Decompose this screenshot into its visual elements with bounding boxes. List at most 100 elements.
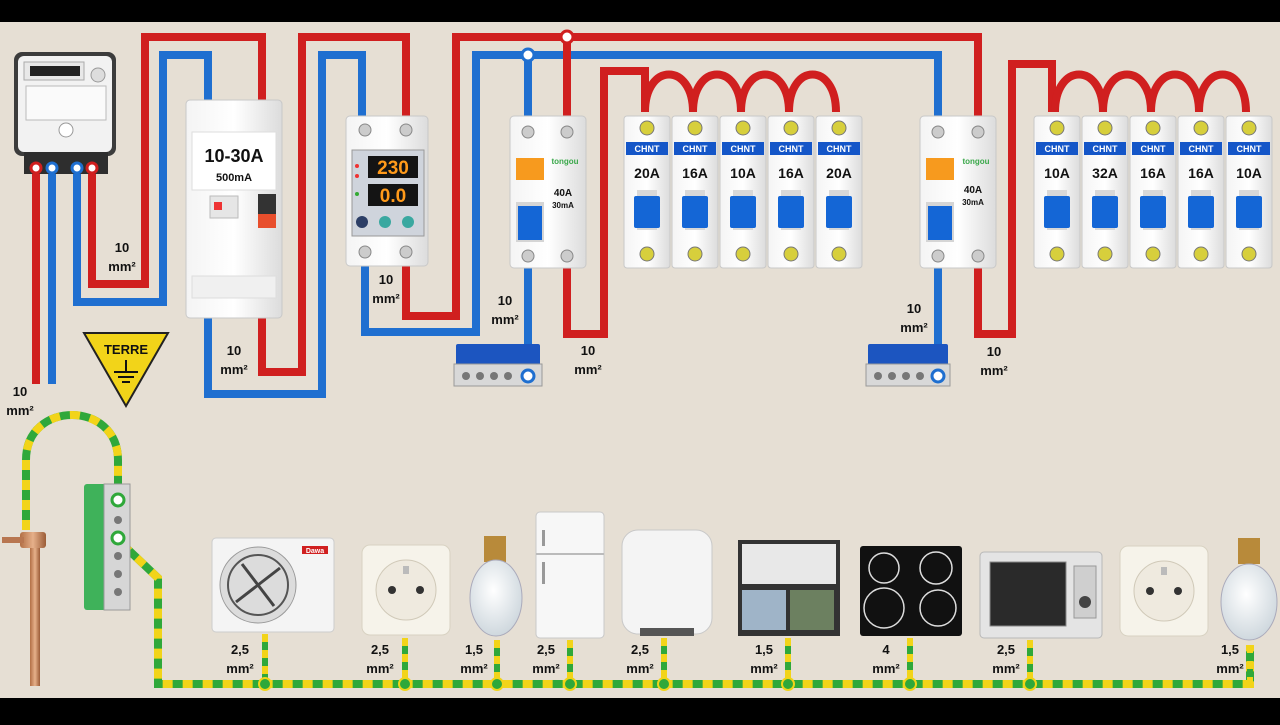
cable-label-number-1: 10 <box>115 240 129 255</box>
cable-label-number-8: 10 <box>13 384 27 399</box>
cable-label-number-6: 10 <box>907 301 921 316</box>
cable-label-unit-8: mm² <box>6 403 34 418</box>
mcb1-breaker-2[interactable]: CHNT 16A <box>671 115 719 269</box>
voltage-relay[interactable]: 230 0.0 <box>345 115 429 267</box>
ac-blade-4 <box>256 584 276 607</box>
mcb2-top-screw-2 <box>1097 120 1113 136</box>
mcb1-toggle-5[interactable] <box>826 196 852 228</box>
ac-brand: Dawa <box>306 548 324 555</box>
mcb2-rating-1: 10A <box>1044 165 1070 181</box>
neutral-wire-relay-rcds <box>361 51 942 336</box>
fridge-handle-bottom <box>542 562 545 584</box>
rcd-1[interactable]: tongou 40A 30mA <box>509 115 587 269</box>
earth-bar-screw-4 <box>114 588 122 596</box>
mcb2-toggle-3[interactable] <box>1140 196 1166 228</box>
appliance-label-unit-2: mm² <box>366 661 394 676</box>
socket-outlet-2[interactable] <box>1119 545 1209 637</box>
microwave-oven[interactable] <box>979 551 1103 639</box>
mcb2-toggle-1[interactable] <box>1044 196 1070 228</box>
mcb1-rating-2: 16A <box>682 165 708 181</box>
rcd1-brand: tongou <box>551 157 578 166</box>
meter-seal <box>58 122 74 138</box>
relay-set-button[interactable] <box>356 216 368 228</box>
earth-node-1 <box>258 677 272 691</box>
mcb1-bottom-screw-1 <box>639 246 655 262</box>
cable-label-number-7: 10 <box>987 344 1001 359</box>
main-breaker-test-button[interactable] <box>258 194 276 214</box>
socket-outlet-1[interactable] <box>361 544 451 636</box>
main-breaker-bottom-terminals <box>191 275 277 299</box>
rcd1-test-button[interactable] <box>516 158 544 180</box>
mcb1-bottom-screw-3 <box>735 246 751 262</box>
socket2-earth-pin <box>1161 567 1167 575</box>
rcd1-sensitivity: 30mA <box>552 201 574 210</box>
appliance-section-labels: 2,5mm²2,5mm²1,5mm²2,5mm²2,5mm²1,5mm²4mm²… <box>226 642 1244 676</box>
roller-shutter-window[interactable] <box>738 540 840 636</box>
microwave-door <box>989 561 1067 627</box>
light-bulb-2[interactable] <box>1220 538 1278 641</box>
cooktop[interactable] <box>860 546 962 636</box>
water-heater[interactable] <box>621 529 713 636</box>
neutral-bar-1-screw-3 <box>490 372 498 380</box>
mcb2-bottom-screw-2 <box>1097 246 1113 262</box>
relay-screw-2 <box>399 123 413 137</box>
rcd2-body <box>919 115 997 269</box>
heater-body <box>621 529 713 635</box>
rcd-2[interactable]: tongou 40A 30mA <box>919 115 997 269</box>
mcb2-rating-5: 10A <box>1236 165 1262 181</box>
earth-bar-dot-2 <box>110 530 126 546</box>
rcd1-toggle[interactable] <box>518 206 542 240</box>
mcb1-brand-band-3 <box>722 142 764 155</box>
main-breaker[interactable]: 10-30A 500mA <box>185 99 283 319</box>
appliance-label-number-7: 4 <box>882 642 890 657</box>
relay-down-button[interactable] <box>402 216 414 228</box>
cooktop-zone-3 <box>863 587 905 629</box>
mcb1-toggle-4[interactable] <box>778 196 804 228</box>
main-breaker-toggle[interactable] <box>258 214 276 228</box>
earth-node-8 <box>1023 677 1037 691</box>
microwave-dial[interactable] <box>1079 596 1091 608</box>
mcb2-toggle-5[interactable] <box>1236 196 1262 228</box>
mcb1-brand-2: CHNT <box>683 144 708 154</box>
rcd1-screw-1 <box>521 125 535 139</box>
phase-wire-rcd1-mcbs <box>563 67 649 338</box>
socket1-recess <box>375 559 437 621</box>
neutral-bar-2-screw-1 <box>874 372 882 380</box>
mcb1-toggle-2[interactable] <box>682 196 708 228</box>
relay-up-button[interactable] <box>379 216 391 228</box>
appliance-label-unit-1: mm² <box>226 661 254 676</box>
fridge[interactable] <box>535 511 605 639</box>
appliance-label-number-4: 2,5 <box>537 642 555 657</box>
rcd2-toggle[interactable] <box>928 206 952 240</box>
rcd2-test-button[interactable] <box>926 158 954 180</box>
mcb1-brand-5: CHNT <box>827 144 852 154</box>
socket2-pin-1 <box>1146 587 1154 595</box>
phase-wire-relay-rcds <box>402 33 982 320</box>
phase-wire-rcd2-mcbs <box>974 60 1056 338</box>
mcb2-bottom-screw-3 <box>1145 246 1161 262</box>
light-bulb-1[interactable] <box>469 536 523 637</box>
neutral-bar-2-screw-2 <box>888 372 896 380</box>
appliance-label-unit-8: mm² <box>992 661 1020 676</box>
rcd1-screw-2 <box>560 125 574 139</box>
earth-sign: TERRE <box>82 332 170 409</box>
mcb2-toggle-2[interactable] <box>1092 196 1118 228</box>
mcb2-brand-3: CHNT <box>1141 144 1166 154</box>
air-conditioner-unit[interactable]: Dawa <box>211 537 335 633</box>
appliance-label-number-1: 2,5 <box>231 642 249 657</box>
mcb2-toggle-4[interactable] <box>1188 196 1214 228</box>
mcb1-toggle-1[interactable] <box>634 196 660 228</box>
rcd2-screw-1 <box>931 125 945 139</box>
mcb1-toggle-3[interactable] <box>730 196 756 228</box>
ground-rod-bolt <box>2 537 24 543</box>
